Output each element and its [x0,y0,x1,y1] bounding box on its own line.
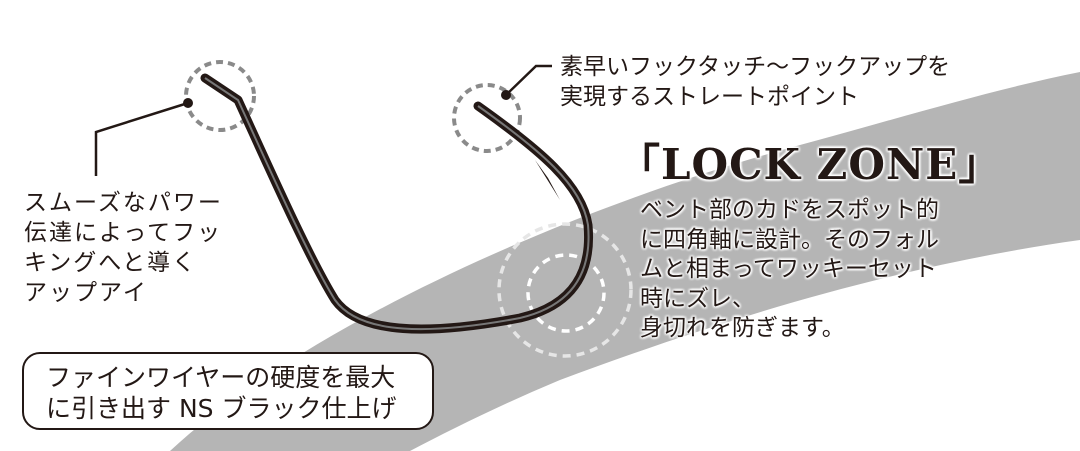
text-line: 素早いフックタッチ〜フックアップを [560,54,951,80]
lock-zone-inner-circle [526,253,606,333]
eye-highlight-circle [184,60,256,132]
text-line: アップアイ [24,280,148,306]
text-line: 伝達によってフッ [24,220,223,246]
text-line: 身切れを防ぎます。 [640,315,845,341]
finish-callout-box: ファインワイヤーの硬度を最大 に引き出す NS ブラック仕上げ [22,352,434,430]
point-highlight-circle [452,83,522,153]
text-line: 時にズレ、 [640,285,755,312]
text-line: 実現するストレートポイント [560,84,859,110]
lock-zone-title: 「LOCK ZONE」 [618,140,1002,189]
eye-leader-line [94,98,193,176]
text-line: ファインワイヤーの硬度を最大 [46,363,396,392]
lock-zone-outer-circle [497,222,633,358]
text-line: ベント部のカドをスポット的 [640,197,939,223]
text-line: に引き出す NS ブラック仕上げ [46,394,397,423]
hook-illustration [200,73,594,334]
text-line: キングへと導く [24,250,198,276]
text-line: スムーズなパワー [24,190,223,216]
eye-description: スムーズなパワー 伝達によってフッ キングへと導く アップアイ [24,188,223,308]
point-description: 素早いフックタッチ〜フックアップを 実現するストレートポイント [560,52,950,112]
point-leader-line [501,64,552,100]
lock-zone-description: ベント部のカドをスポット的 に四角軸に設計。そのフォル ムと相まってワッキーセッ… [640,196,939,344]
text-line: ムと相まってワッキーセット [640,256,937,282]
text-line: に四角軸に設計。そのフォル [640,226,939,253]
